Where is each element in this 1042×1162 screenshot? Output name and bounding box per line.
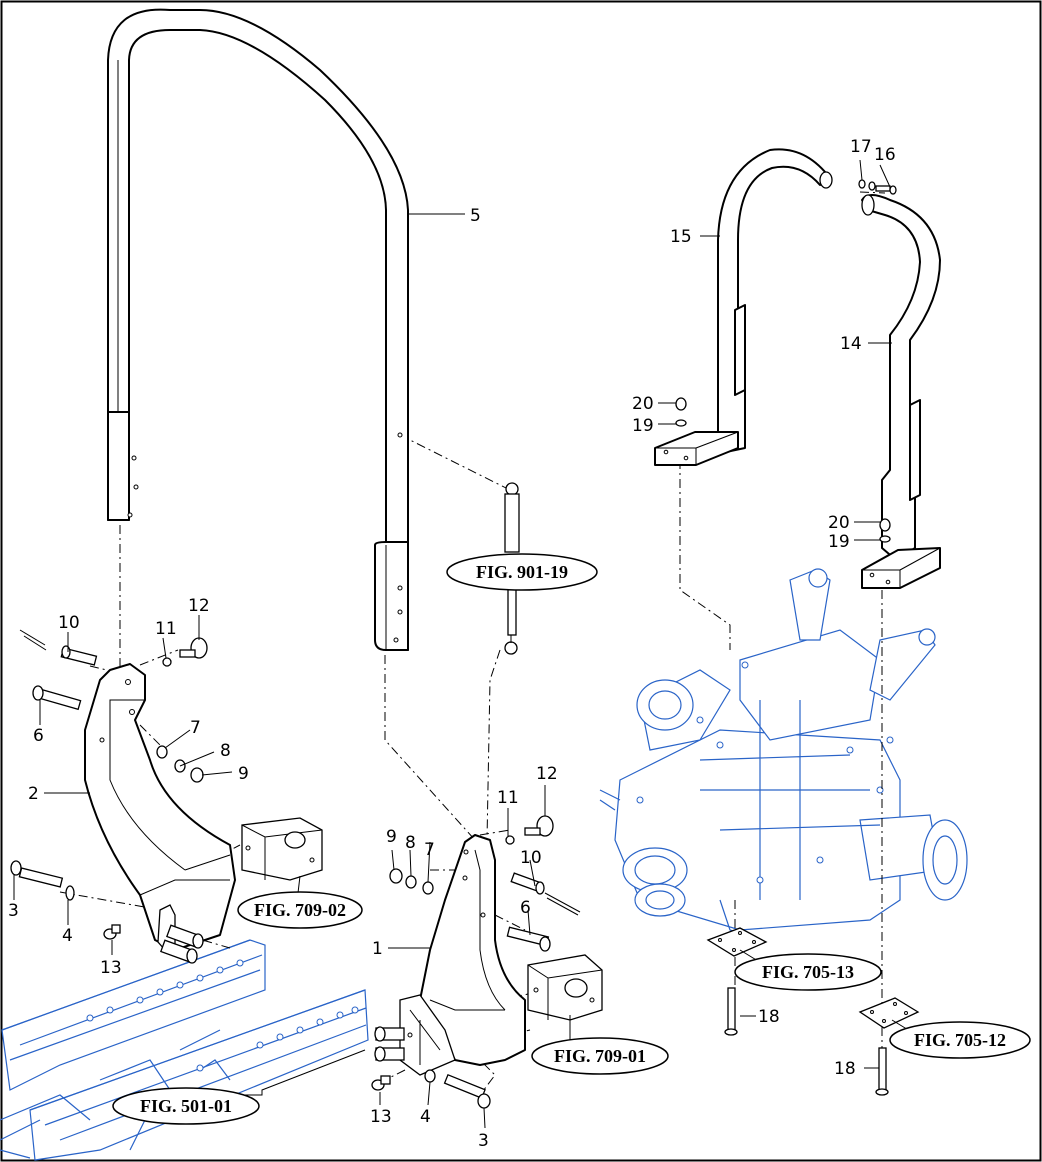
chassis-frame-reference [0,939,369,1161]
part-1-bracket-right [399,834,526,1076]
hardware-16-17 [858,179,897,195]
callout-6-left: 6 [33,726,44,746]
callouts: 5 15 14 17 16 20 19 20 19 10 11 12 6 7 8… [8,137,896,1151]
mount-709-01 [527,954,603,1021]
callout-4-right: 4 [420,1107,431,1127]
callout-19-lower: 19 [828,532,850,552]
callout-20-lower: 20 [828,513,850,533]
callout-20-upper: 20 [632,394,654,414]
transmission-reference [599,568,968,941]
fig-ref-705-13: FIG. 705-13 [734,953,882,991]
fasteners [10,629,889,1109]
mount-709-02 [241,817,323,881]
callout-16: 16 [874,145,896,165]
callout-18-right: 18 [834,1059,856,1079]
callout-12-left: 12 [188,596,210,616]
svg-text:FIG. 709-02: FIG. 709-02 [254,900,346,920]
callout-9-left: 9 [238,764,249,784]
plate-705-13 [706,927,768,957]
callout-15: 15 [670,227,692,247]
callout-3-left: 3 [8,901,19,921]
callout-14: 14 [840,334,862,354]
svg-text:FIG. 501-01: FIG. 501-01 [140,1096,232,1116]
fig-ref-501-01: FIG. 501-01 [112,1087,260,1125]
fig-ref-709-01: FIG. 709-01 [531,1037,669,1075]
svg-text:FIG. 709-01: FIG. 709-01 [554,1046,646,1066]
callout-3-right: 3 [478,1131,489,1151]
callout-2: 2 [28,784,39,804]
callout-10-right: 10 [520,848,542,868]
gas-strut [504,482,520,655]
callout-11-right: 11 [497,788,519,808]
callout-4-left: 4 [62,926,73,946]
svg-text:FIG. 705-12: FIG. 705-12 [914,1030,1006,1050]
callout-13-left: 13 [100,958,122,978]
callout-18-left: 18 [758,1007,780,1027]
part-14-bar-right [861,194,941,589]
pins-right [374,1026,405,1062]
callout-17: 17 [850,137,872,157]
callout-8-right: 8 [405,833,416,853]
callout-12-right: 12 [536,764,558,784]
callout-6-right: 6 [520,898,531,918]
callout-7-left: 7 [190,718,201,738]
part-15-bar-left [654,148,833,466]
svg-text:FIG. 705-13: FIG. 705-13 [762,962,854,982]
plate-705-12 [858,997,920,1029]
callout-11-left: 11 [155,619,177,639]
callout-8-left: 8 [220,741,231,761]
callout-5: 5 [470,206,481,226]
washers-19-20 [675,397,891,543]
svg-text:FIG. 901-19: FIG. 901-19 [476,562,568,582]
callout-10-left: 10 [58,613,80,633]
fig-ref-901-19: FIG. 901-19 [446,553,598,591]
callout-7-right: 7 [424,840,435,860]
callout-19-upper: 19 [632,416,654,436]
pins-left [160,924,204,964]
leader-lines [13,159,911,1129]
callout-1: 1 [372,939,383,959]
part-5-roll-bar [107,8,409,651]
part-2-bracket-left [84,663,236,951]
fig-ref-709-02: FIG. 709-02 [237,891,363,929]
callout-9-right: 9 [386,827,397,847]
fig-ref-705-12: FIG. 705-12 [889,1021,1031,1059]
callout-13-right: 13 [370,1107,392,1127]
